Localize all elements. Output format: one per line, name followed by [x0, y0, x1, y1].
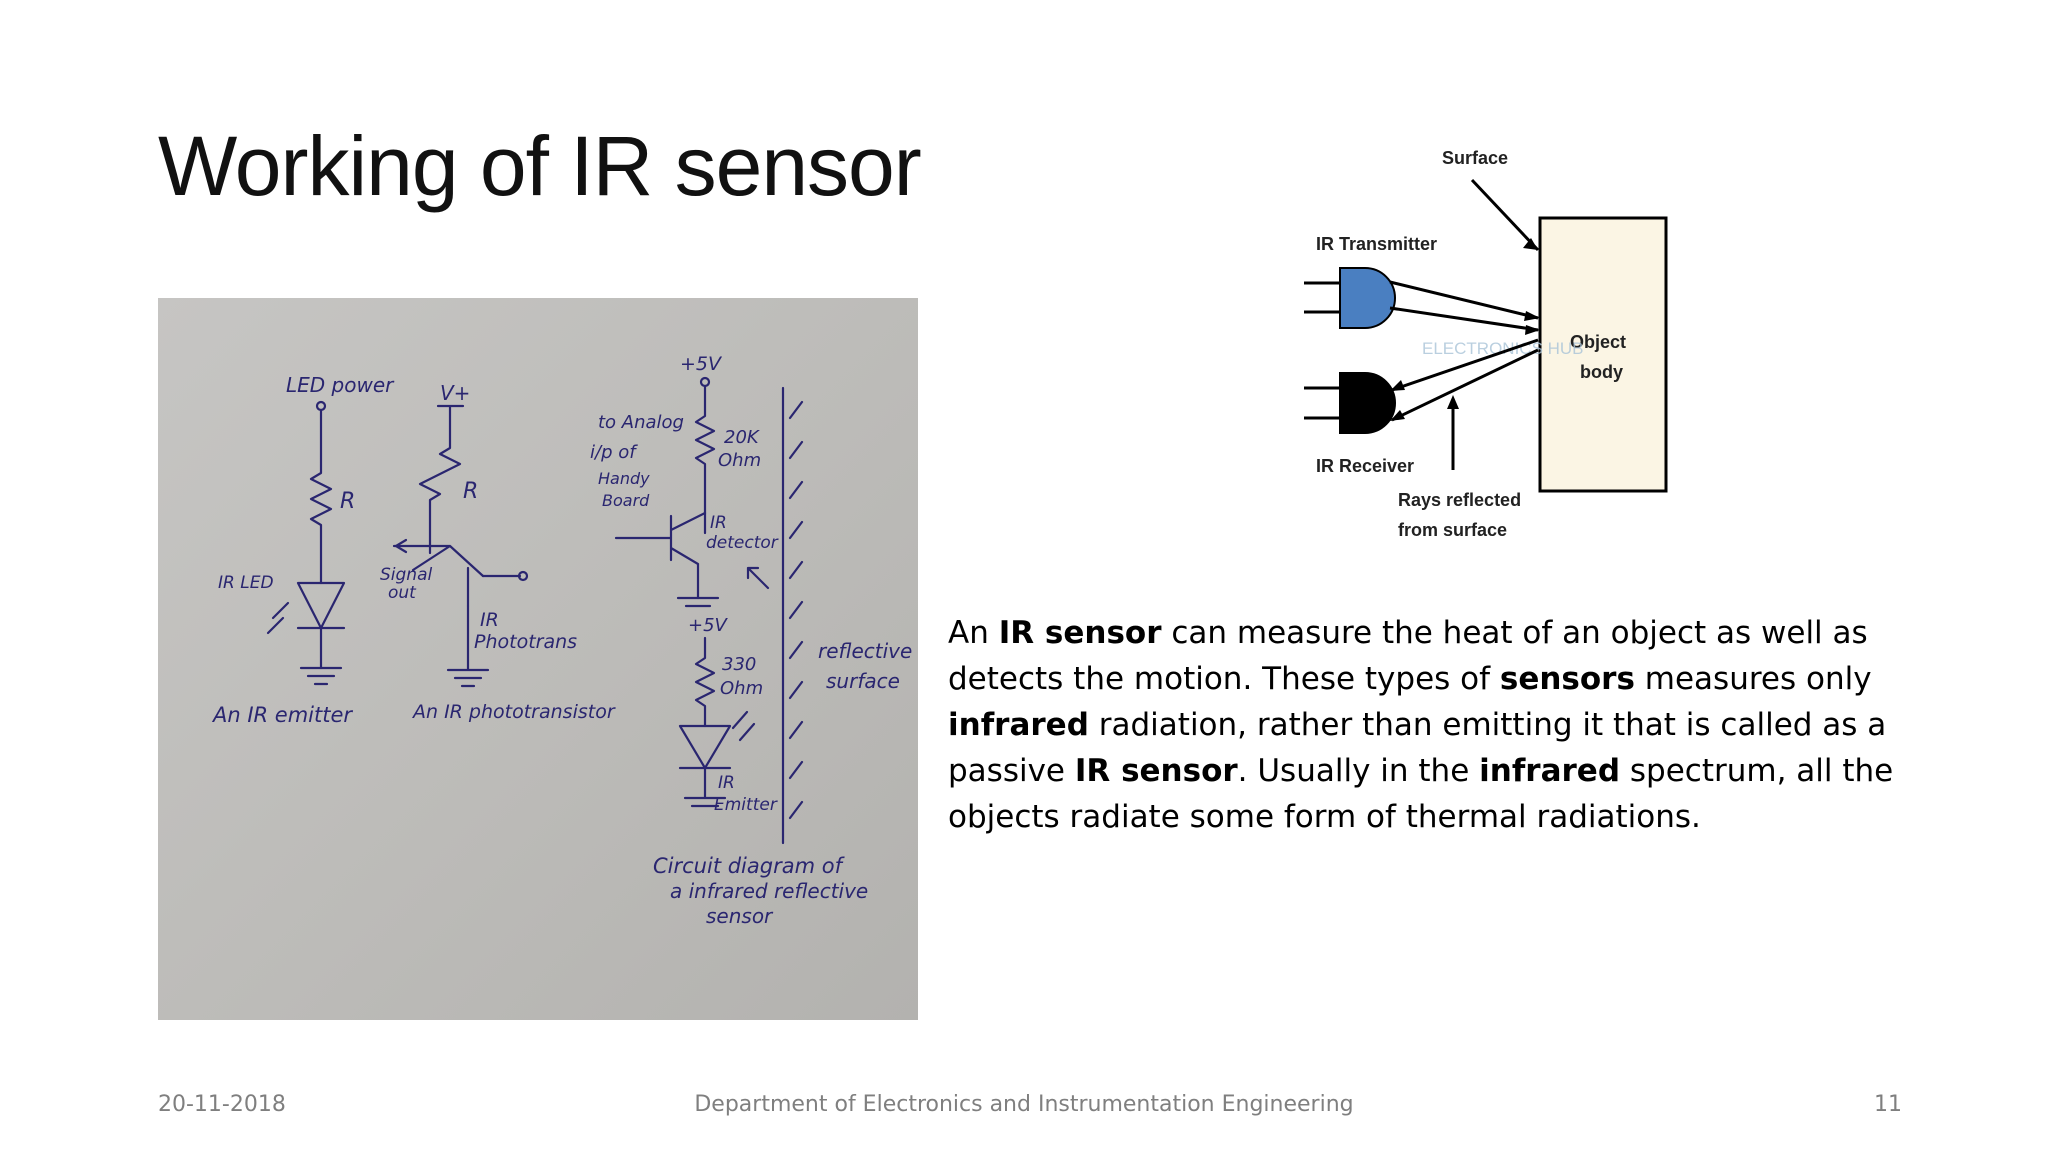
reflected-ray-arrow	[746, 566, 770, 590]
r20k-label-2: Ohm	[718, 450, 761, 471]
r330-label-1: 330	[722, 654, 756, 675]
body-paragraph: An IR sensor can measure the heat of an …	[948, 610, 1968, 840]
led-emission-arrows	[266, 601, 290, 635]
plus5v-top-label: +5V	[680, 353, 723, 375]
bold-term: IR sensor	[1074, 753, 1238, 789]
node-dot	[517, 570, 529, 582]
text-run: can measure the heat of an object as wel…	[948, 615, 1868, 697]
ir-emitter-label-2: Emitter	[714, 795, 778, 815]
surface-arrowhead	[1523, 238, 1538, 250]
receiver-leads	[1304, 386, 1340, 420]
object-label-2: body	[1580, 362, 1623, 382]
ir-emitter-diode	[678, 724, 732, 808]
analog-label-3: Handy	[598, 469, 650, 488]
resistor-r2	[418, 404, 465, 555]
emitter-arrows	[731, 710, 756, 742]
ir-rays	[1389, 280, 1539, 422]
ir-led-symbol	[296, 581, 346, 670]
footer-department: Department of Electronics and Instrument…	[694, 1092, 1354, 1117]
ground-2	[446, 604, 490, 688]
footer-page-number: 11	[1874, 1092, 1902, 1117]
ir-emitter-label-1: IR	[718, 773, 735, 793]
ground-3	[676, 596, 720, 608]
r20k-label-1: 20K	[724, 427, 760, 448]
circuit-sketch-drawing: LED power R IR LED An IR emitter V+ R Si…	[211, 353, 912, 928]
ir-receiver-label: IR Receiver	[1316, 456, 1414, 476]
circuit-sketch-photo: LED power R IR LED An IR emitter V+ R Si…	[158, 298, 918, 1020]
phototransistor-symbol	[392, 544, 485, 608]
transmitter-leads	[1304, 281, 1340, 314]
ir-phototrans-label-1: IR	[480, 609, 499, 631]
ir-detector-label-2: detector	[706, 533, 779, 553]
phototransistor-caption: An IR phototransistor	[411, 701, 616, 723]
text-run: radiation, rather than emitting it that …	[948, 707, 1887, 789]
text-run: measures only	[1634, 661, 1872, 697]
r330-label-2: Ohm	[720, 678, 763, 699]
surface-hatching	[788, 400, 804, 820]
object-body	[1538, 216, 1668, 493]
out-label: out	[388, 583, 417, 603]
emitter-caption: An IR emitter	[211, 703, 353, 727]
r2-label: R	[463, 479, 478, 504]
ir-transmitter-symbol	[1339, 267, 1396, 329]
resistor-r1	[309, 408, 333, 585]
surface-label: Surface	[1442, 148, 1508, 168]
reflective-label-2: surface	[826, 669, 900, 693]
text-run: spectrum, all the objects radiate some f…	[948, 753, 1894, 835]
node-dot	[315, 400, 327, 412]
surface-pointer	[1470, 178, 1540, 252]
ir-led-label: IR LED	[218, 573, 274, 593]
footer-date: 20-11-2018	[158, 1092, 286, 1117]
ir-detector-transistor	[614, 511, 707, 600]
circuit-caption-2: a infrared reflective	[670, 879, 868, 903]
analog-label-1: to Analog	[598, 412, 684, 433]
signal-label: Signal	[380, 565, 432, 585]
ground-1	[299, 666, 343, 686]
v-plus-label: V+	[440, 381, 470, 405]
circuit-caption-1: Circuit diagram of	[653, 854, 846, 878]
analog-label-4: Board	[602, 491, 650, 510]
text-run: . Usually in the	[1237, 753, 1480, 789]
r1-label: R	[340, 489, 355, 514]
resistor-330	[694, 636, 716, 728]
bold-term: infrared	[948, 707, 1089, 743]
ir-transmitter-label: IR Transmitter	[1316, 234, 1437, 254]
plus5v-mid-label: +5V	[688, 615, 729, 636]
ray-arrowheads	[1390, 311, 1540, 421]
ir-phototrans-label-2: Phototrans	[474, 631, 577, 653]
rays-label-1: Rays reflected	[1398, 490, 1521, 510]
circuit-caption-3: sensor	[706, 904, 774, 928]
rays-label-2: from surface	[1398, 520, 1507, 540]
reflective-label-1: reflective	[818, 639, 912, 663]
led-power-label: LED power	[286, 373, 395, 397]
bold-term: sensors	[1499, 661, 1635, 697]
analog-label-2: i/p of	[590, 442, 638, 463]
bold-term: infrared	[1479, 753, 1621, 789]
ir-detector-label-1: IR	[710, 513, 727, 533]
watermark-text: ELECTRONICS HUB	[1422, 339, 1584, 358]
ir-sensor-diagram: Surface IR Transmitter IR Receiver Objec…	[1304, 148, 1668, 540]
text-run: An	[948, 615, 999, 651]
rays-pointer-arrowhead	[1447, 395, 1459, 409]
node-dot	[699, 376, 711, 388]
bold-term: IR sensor	[998, 615, 1162, 651]
ir-receiver-symbol	[1339, 372, 1396, 434]
signal-out-arrow	[394, 538, 408, 554]
resistor-20k	[694, 384, 716, 535]
object-label-1: Object	[1570, 332, 1626, 352]
slide-title: Working of IR sensor	[158, 119, 922, 213]
